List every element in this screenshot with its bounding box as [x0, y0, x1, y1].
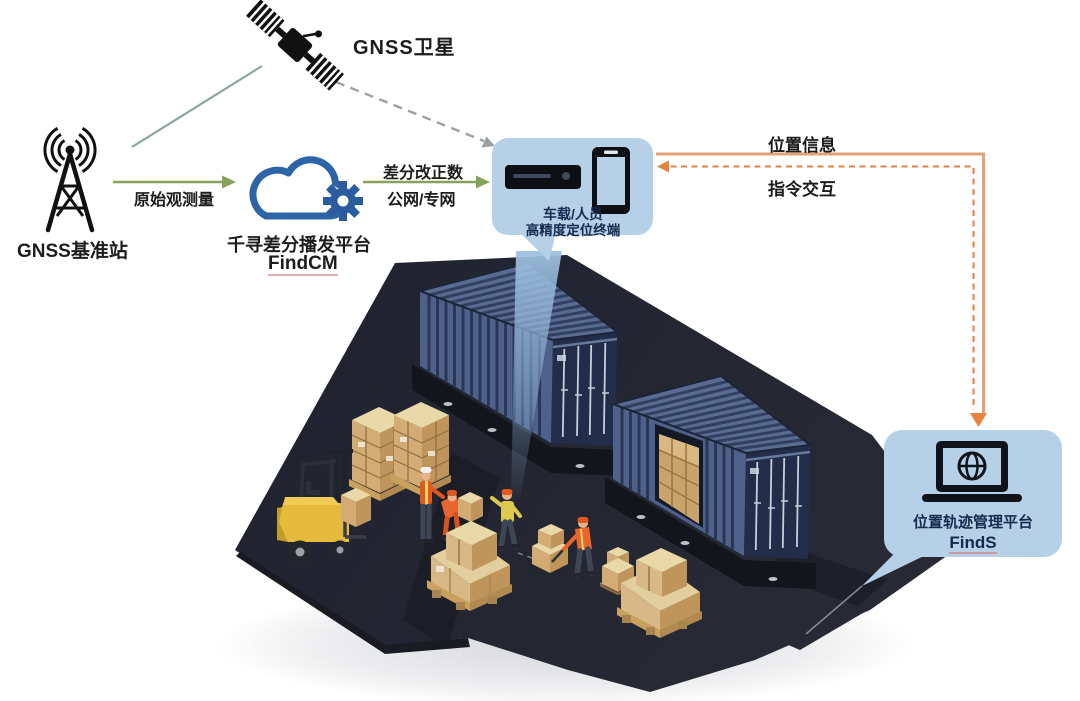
forklift	[277, 449, 371, 564]
connectors	[113, 65, 987, 427]
raw-observation-label: 原始观测量	[134, 192, 215, 209]
position-info-label: 位置信息	[768, 136, 836, 155]
shipping-container-2	[605, 374, 816, 589]
pallet-stack-left-2	[391, 402, 451, 496]
base-station-label: GNSS基准站	[17, 241, 128, 262]
laptop-icon	[922, 441, 1022, 502]
terminal-label-1: 车载/人员	[543, 206, 603, 222]
walking-worker	[490, 489, 522, 551]
pallet-jack-worker	[531, 517, 637, 596]
management-bubble	[805, 430, 1062, 635]
management-platform-name: 位置轨迹管理平台	[912, 514, 1033, 531]
cloud-icon	[249, 156, 363, 221]
terminal-label-2: 高精度定位终端	[525, 223, 621, 238]
workers-pair	[419, 467, 483, 543]
antenna-tower-icon	[43, 126, 97, 233]
satellite-label: GNSS卫星	[353, 37, 456, 59]
media-player-icon	[505, 165, 581, 189]
terminal-bubble	[492, 138, 653, 261]
smartphone-icon	[592, 147, 630, 214]
correction-label-2: 公网/专网	[387, 192, 456, 209]
cloud-platform-product: FindCM	[268, 253, 338, 276]
warehouse-illustration	[215, 255, 958, 701]
positioning-beam	[511, 251, 562, 500]
pallet-center	[427, 521, 512, 611]
command-interaction-label: 指令交互	[768, 180, 836, 199]
management-platform-product: FindS	[949, 533, 997, 554]
gnss-satellite-icon	[246, 0, 344, 91]
gear-icon	[323, 181, 363, 221]
pallet-right	[617, 548, 702, 638]
cloud-platform-name: 千寻差分播发平台	[227, 235, 371, 255]
correction-label-1: 差分改正数	[383, 165, 464, 182]
globe-icon	[957, 451, 987, 481]
